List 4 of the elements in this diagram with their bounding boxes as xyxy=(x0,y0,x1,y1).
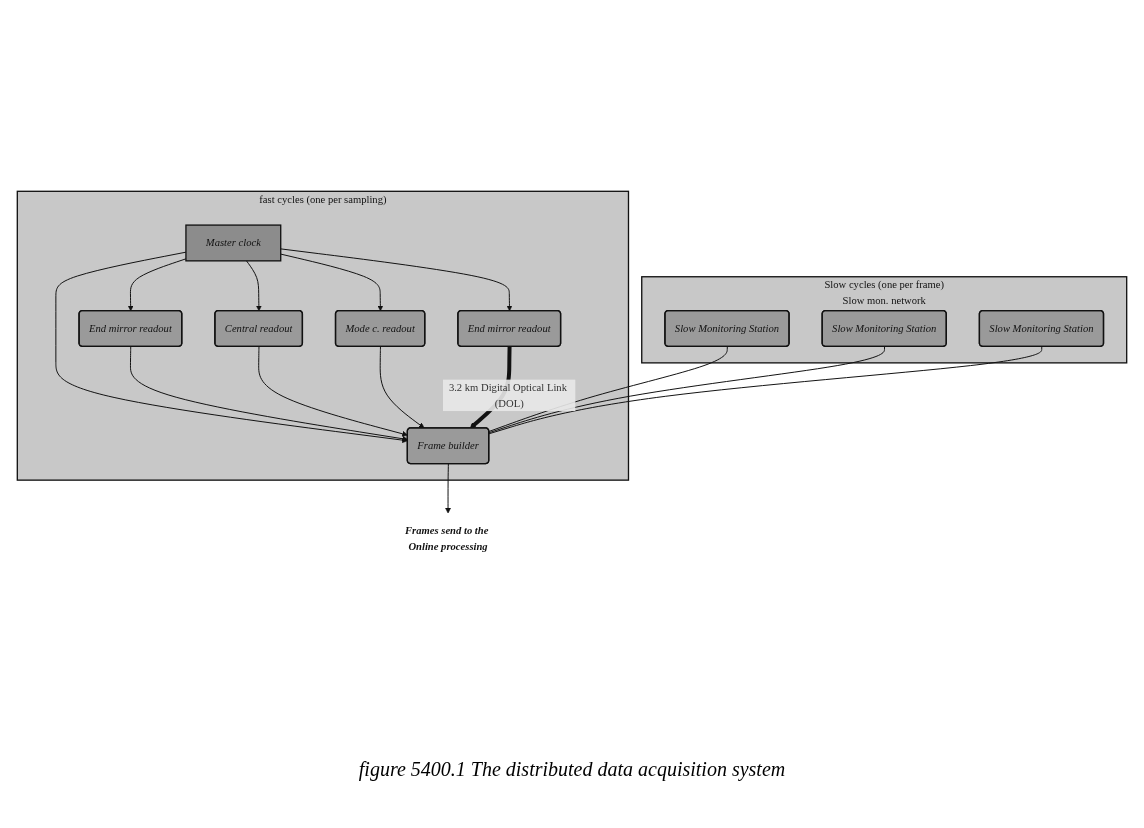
node-text: Frames send to the Online processing xyxy=(405,525,489,553)
figure-caption: figure 5400.1 The distributed data acquisition system xyxy=(357,758,787,781)
node-box: Master clock xyxy=(185,224,282,262)
edge-label: 3.2 km Digital Optical Link (DOL) xyxy=(448,381,567,409)
